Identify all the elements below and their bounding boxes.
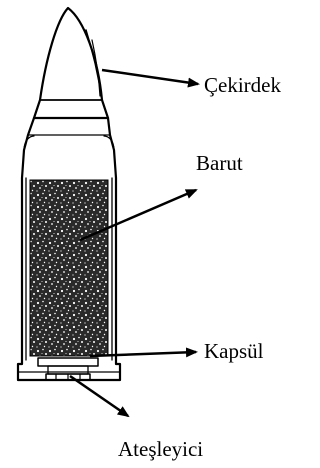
- label-powder: Barut: [196, 151, 243, 175]
- powder-fill: [30, 180, 108, 356]
- bullet-arrow: [102, 70, 198, 84]
- label-primer: Kapsül: [204, 339, 264, 363]
- label-bullet: Çekirdek: [204, 73, 281, 97]
- firing-pin-arrow: [70, 376, 128, 416]
- bullet: [34, 8, 108, 118]
- label-firing-pin: Ateşleyici: [118, 437, 203, 461]
